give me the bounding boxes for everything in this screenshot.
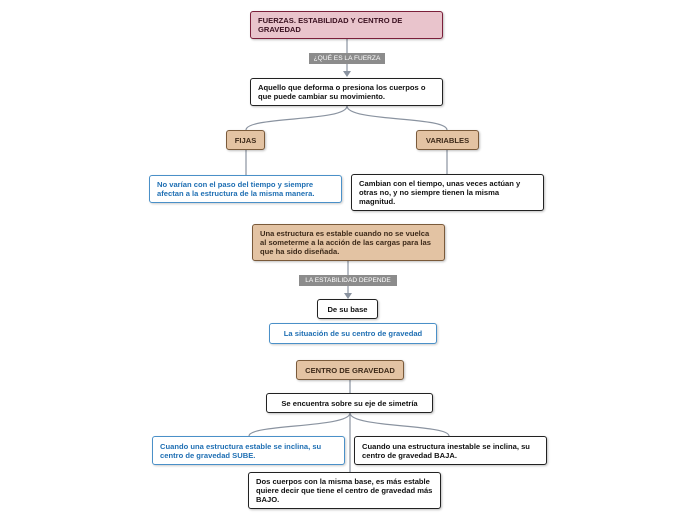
inestable-inclina-text: Cuando una estructura inestable se incli…: [362, 441, 530, 460]
connector-eje-inestable: [349, 412, 450, 437]
centro-situacion-text: La situación de su centro de gravedad: [283, 329, 423, 338]
variables-description-text: Cambian con el tiempo, unas veces actúan…: [359, 179, 521, 206]
eje-node[interactable]: Se encuentra sobre su eje de simetría: [266, 393, 433, 413]
definition-node[interactable]: Aquello que deforma o presiona los cuerp…: [250, 78, 443, 106]
fijas-description-node[interactable]: No varían con el paso del tiempo y siemp…: [149, 175, 342, 203]
centro-gravedad-node[interactable]: CENTRO DE GRAVEDAD: [296, 360, 404, 380]
estable-inclina-node[interactable]: Cuando una estructura estable se inclina…: [152, 436, 345, 465]
definition-text: Aquello que deforma o presiona los cuerp…: [258, 83, 426, 101]
fijas-text: FIJAS: [234, 135, 257, 145]
tag-estabilidad-depende: LA ESTABILIDAD DEPENDE: [299, 275, 397, 286]
connector-definition-variables: [346, 105, 448, 131]
title-text: FUERZAS. ESTABILIDAD Y CENTRO DE GRAVEDA…: [258, 16, 403, 34]
fijas-description-text: No varían con el paso del tiempo y siemp…: [157, 180, 315, 198]
fijas-node[interactable]: FIJAS: [226, 130, 265, 150]
eje-text: Se encuentra sobre su eje de simetría: [281, 398, 418, 408]
base-text: De su base: [327, 304, 368, 314]
variables-node[interactable]: VARIABLES: [416, 130, 479, 150]
connector-eje-estable: [248, 412, 351, 437]
estable-text: Una estructura es estable cuando no se v…: [260, 229, 431, 256]
dos-cuerpos-node[interactable]: Dos cuerpos con la misma base, es más es…: [248, 472, 441, 509]
inestable-inclina-node[interactable]: Cuando una estructura inestable se incli…: [354, 436, 547, 465]
connector-definition-fijas: [245, 105, 348, 131]
title-node[interactable]: FUERZAS. ESTABILIDAD Y CENTRO DE GRAVEDA…: [250, 11, 443, 39]
tag-que-es-la-fuerza: ¿QUÉ ES LA FUERZA: [309, 53, 385, 64]
arrow-head-base: [344, 293, 352, 299]
centro-gravedad-text: CENTRO DE GRAVEDAD: [305, 365, 395, 375]
variables-text: VARIABLES: [425, 135, 470, 145]
arrow-head-definition: [343, 71, 351, 77]
dos-cuerpos-text: Dos cuerpos con la misma base, es más es…: [256, 477, 433, 504]
estable-node[interactable]: Una estructura es estable cuando no se v…: [252, 224, 445, 261]
estable-inclina-text: Cuando una estructura estable se inclina…: [160, 441, 322, 460]
base-node[interactable]: De su base: [317, 299, 378, 319]
centro-situacion-node[interactable]: La situación de su centro de gravedad: [269, 323, 437, 344]
variables-description-node[interactable]: Cambian con el tiempo, unas veces actúan…: [351, 174, 544, 211]
